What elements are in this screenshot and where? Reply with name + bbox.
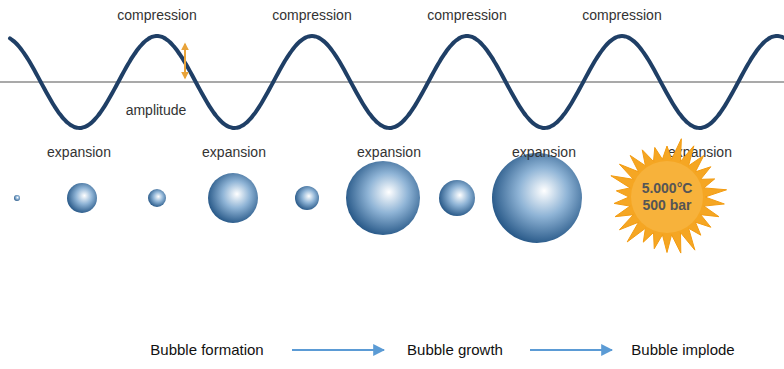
bubble: [295, 186, 319, 210]
burst-value: 500 bar: [642, 197, 691, 214]
wave-phase-label: compression: [117, 7, 196, 23]
stage-label: Bubble implode: [631, 341, 734, 358]
wave-phase-label: expansion: [512, 144, 576, 160]
burst-value: 5.000°C: [642, 180, 693, 197]
bubble: [14, 195, 20, 201]
wave-phase-label: compression: [582, 7, 661, 23]
flow-arrow: [292, 349, 384, 351]
wave-phase-label: compression: [272, 7, 351, 23]
wave-phase-label: expansion: [357, 144, 421, 160]
burst-core: [631, 161, 703, 233]
bubble: [67, 183, 97, 213]
stage-label: Bubble formation: [150, 341, 263, 358]
bubble: [148, 189, 166, 207]
amplitude-label: amplitude: [126, 102, 187, 118]
bubble: [346, 161, 420, 235]
wave-phase-label: expansion: [202, 144, 266, 160]
bubble: [439, 180, 475, 216]
flow-arrow: [530, 349, 612, 351]
pressure-wave: [10, 36, 784, 128]
implosion-burst: 5.000°C500 bar: [605, 135, 729, 259]
wave-phase-label: compression: [427, 7, 506, 23]
wave-phase-label: expansion: [47, 144, 111, 160]
wave-group: [10, 36, 784, 128]
bubble-row: [14, 153, 582, 243]
amplitude-arrow: [184, 44, 186, 78]
stage-label: Bubble growth: [407, 341, 503, 358]
bubble: [208, 173, 258, 223]
burst-outline: [611, 139, 727, 253]
burst-text-holder: 5.000°C500 bar: [605, 135, 729, 259]
bubble: [492, 153, 582, 243]
